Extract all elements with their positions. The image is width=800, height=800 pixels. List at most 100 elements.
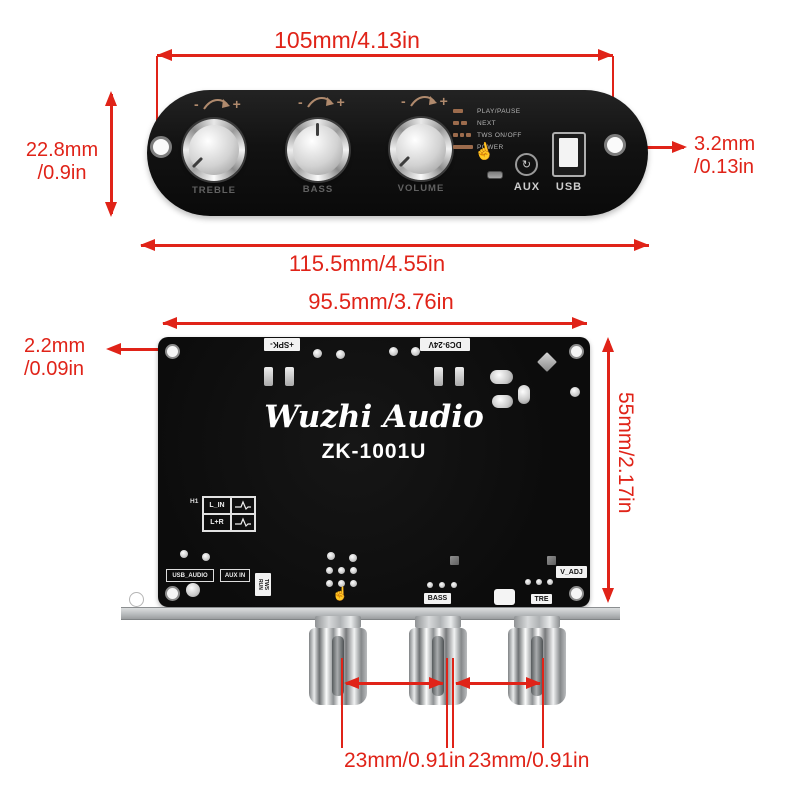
hex-nut — [315, 616, 361, 628]
indicator-label: POWER — [477, 143, 504, 151]
aux-in-label: AUX IN — [220, 569, 250, 582]
arrowhead — [602, 588, 614, 603]
solder-pad — [427, 582, 433, 588]
treble-knob — [183, 119, 245, 181]
volume-knob — [390, 118, 452, 180]
brand-logo: Wuzhi Audio — [264, 399, 484, 435]
usb-tongue — [559, 138, 578, 167]
solder-pad — [389, 347, 398, 356]
indicator-label: TWS ON/OFF — [477, 131, 522, 139]
hex-nut — [415, 616, 461, 628]
indicator-row: TWS ON/OFF — [453, 131, 522, 139]
arrowhead — [162, 317, 177, 329]
dim-value-in: /0.13in — [694, 156, 755, 178]
dim-value-mm: 2.2mm — [24, 335, 86, 357]
usb-audio-label: USB_AUDIO — [166, 569, 214, 582]
led-marks — [453, 133, 477, 137]
solder-pad — [547, 579, 553, 585]
solder-pad — [525, 579, 531, 585]
dim-panel-width-top: 105mm/4.13in — [274, 27, 420, 53]
arrowhead — [602, 337, 614, 352]
arrowhead — [344, 677, 359, 689]
arrowhead — [429, 677, 444, 689]
h1-label: H1 — [190, 498, 199, 505]
bass-pot-label: BASS — [424, 593, 451, 604]
v-adj-label: V_ADJ — [556, 566, 587, 578]
led-marks — [453, 121, 477, 125]
solder-pad — [327, 552, 335, 560]
dim-value-in: /0.09in — [24, 358, 85, 380]
aux-label: AUX — [513, 181, 541, 193]
l-in-label: L_IN — [203, 497, 231, 514]
solder-pad — [202, 553, 210, 561]
solder-pad — [313, 349, 322, 358]
pcb-board: +SPK- DC9-24V Wuzhi — [158, 337, 590, 607]
volume-pot-shaft — [508, 616, 566, 705]
plus-sign: + — [232, 95, 241, 112]
trimmer-component — [494, 589, 515, 605]
plus-sign: + — [439, 92, 448, 109]
dim-leader — [341, 658, 343, 748]
treble-pot-label: TRE — [531, 594, 552, 604]
arrowhead — [105, 202, 117, 217]
knob-cap — [189, 125, 239, 175]
solder-pad — [264, 367, 273, 386]
component — [547, 556, 556, 565]
mounting-hole-left — [150, 136, 172, 158]
arrowhead — [572, 317, 587, 329]
arrowhead — [106, 343, 121, 355]
dim-panel-height: 22.8mm /0.9in — [18, 139, 106, 185]
plus-sign: + — [336, 93, 345, 110]
solder-pad — [338, 580, 345, 587]
solder-pad — [338, 567, 345, 574]
arrowhead — [526, 677, 541, 689]
touch-icon: ☝ — [472, 141, 496, 164]
dim-line — [112, 348, 158, 351]
dim-value-in: /0.9in — [37, 162, 87, 184]
solder-pad — [350, 580, 357, 587]
solder-pad — [439, 582, 445, 588]
mounting-bracket — [121, 607, 620, 620]
gain-direction-marking: - + — [401, 93, 448, 108]
dim-line — [163, 322, 587, 325]
knob-cap — [396, 124, 446, 174]
dim-line — [157, 54, 613, 57]
volume-label: VOLUME — [397, 183, 445, 194]
solder-pad — [536, 579, 542, 585]
hex-nut — [514, 616, 560, 628]
dim-line — [456, 682, 540, 685]
minus-sign: - — [194, 95, 199, 112]
minus-sign: - — [401, 92, 406, 109]
dim-leader — [446, 658, 448, 748]
solder-pad — [451, 582, 457, 588]
touch-icon: ☝ — [332, 586, 349, 601]
gain-direction-marking: - + — [194, 96, 241, 111]
dim-panel-width-bottom: 115.5mm/4.55in — [288, 251, 446, 276]
capacitor-pad — [490, 370, 513, 384]
dim-line — [110, 94, 113, 214]
board-hole — [165, 344, 180, 359]
indicator-row: NEXT — [453, 119, 496, 127]
arrowhead — [105, 91, 117, 106]
l-plus-r-label: L+R — [203, 514, 231, 531]
dim-shaft-spacing-1: 23mm/0.91in — [344, 749, 466, 772]
board-hole — [569, 344, 584, 359]
solder-pad — [350, 567, 357, 574]
solder-pad — [570, 387, 580, 397]
capacitor-pad — [518, 385, 530, 404]
dim-value-mm: 22.8mm — [25, 139, 99, 161]
waveform-icon — [231, 514, 255, 531]
bass-pot-shaft — [409, 616, 467, 705]
tws-run-label: TWS RUN — [255, 573, 271, 596]
solder-pad — [455, 367, 464, 386]
bass-label: BASS — [302, 184, 334, 195]
indicator-row: POWER — [453, 143, 504, 151]
dim-line — [346, 682, 443, 685]
knob-pointer — [316, 123, 319, 136]
component — [186, 583, 200, 597]
input-marking-table: L_IN L+R — [202, 496, 256, 532]
standoff — [129, 592, 144, 607]
minus-sign: - — [298, 93, 303, 110]
arc-arrow-icon — [409, 96, 437, 107]
dim-hole-diameter: 3.2mm /0.13in — [694, 133, 774, 179]
